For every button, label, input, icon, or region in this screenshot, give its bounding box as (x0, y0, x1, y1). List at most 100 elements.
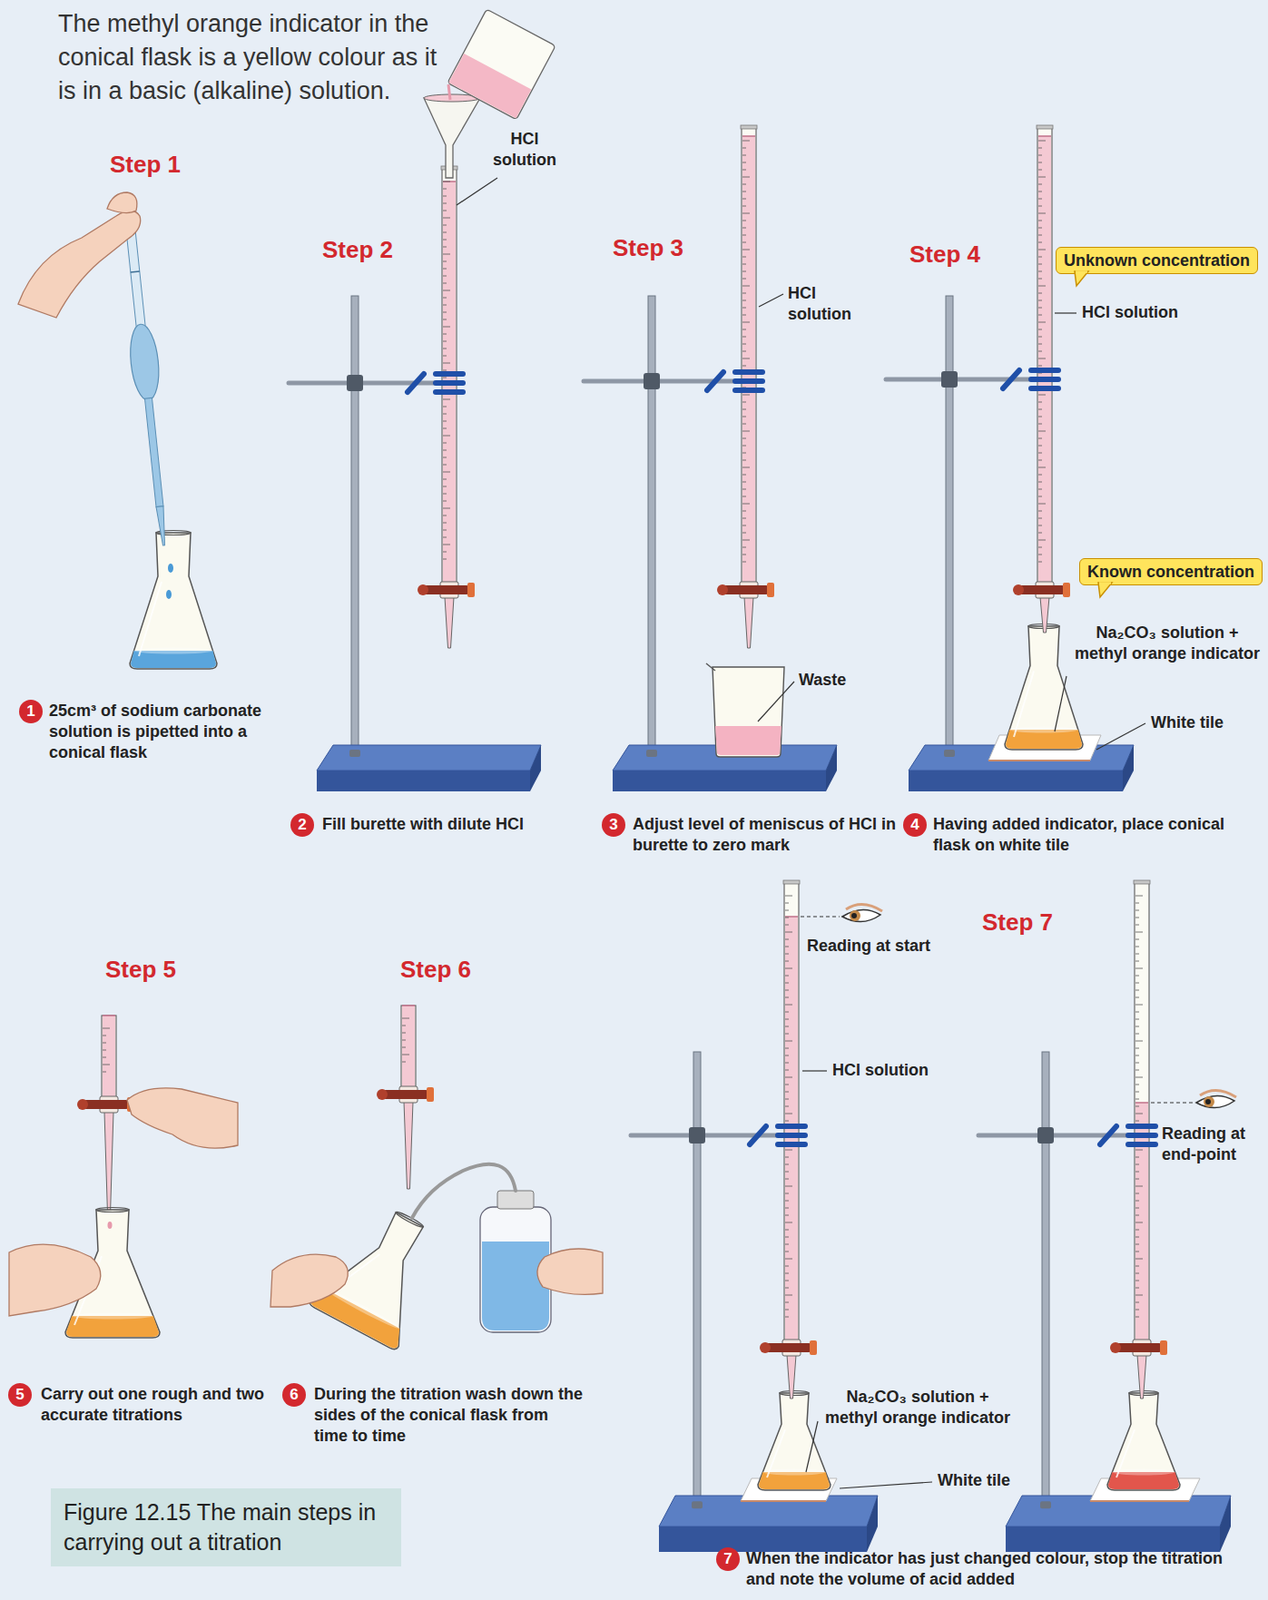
scale-tick (1135, 903, 1140, 905)
step-heading: Step 5 (105, 955, 177, 983)
scale-tick (442, 559, 447, 561)
clamp-jaw (1125, 1123, 1159, 1130)
burette-tip (403, 1101, 413, 1190)
pipette-bulb (127, 323, 163, 403)
scale-tick (742, 285, 750, 287)
meniscus (102, 1014, 116, 1017)
step-heading: Step 1 (109, 150, 181, 178)
clamp-screw (407, 373, 424, 393)
liquid-surface (1111, 1469, 1175, 1476)
stopcock-handle (83, 1100, 129, 1110)
scale-tick (785, 1222, 793, 1224)
eye-pupil (1205, 1099, 1211, 1105)
scale-tick (442, 399, 451, 401)
drop (167, 563, 174, 573)
scale-tick (742, 344, 747, 345)
scale-tick (1135, 1012, 1140, 1013)
part-label: Na₂CO₃ solution + methyl orange indicato… (1071, 622, 1264, 665)
scale-tick (785, 1091, 789, 1093)
burette-rim (740, 125, 757, 129)
callout-number: 5 (8, 1383, 32, 1407)
scale-tick (1038, 358, 1046, 360)
boss-head (346, 374, 364, 392)
scale-tick (785, 1244, 789, 1246)
scale-tick (102, 1028, 110, 1030)
scale-tick (742, 307, 747, 309)
conical-flask (1004, 626, 1083, 750)
scale-tick (742, 525, 747, 527)
scale-tick (785, 1280, 789, 1282)
scale-tick (1038, 452, 1042, 454)
scale-tick (1135, 953, 1140, 955)
number-text: 7 (723, 1550, 732, 1569)
clamp-screw (749, 1126, 767, 1145)
scale-tick (742, 402, 747, 404)
meniscus (1038, 135, 1052, 138)
stand-base-side (1219, 1495, 1231, 1553)
scale-tick (1135, 1171, 1140, 1173)
scale-tick (442, 341, 447, 343)
scale-tick (785, 1012, 789, 1013)
drop (108, 1221, 113, 1229)
stopcock-handle (1019, 585, 1065, 595)
scale-tick (402, 1032, 406, 1034)
rod-foot (691, 1501, 703, 1509)
scale-tick (1135, 975, 1140, 977)
scale-tick (742, 235, 747, 236)
burette-tube (1037, 127, 1052, 583)
burette-tube (1134, 883, 1150, 1341)
scale-tick (742, 227, 747, 229)
scale-tick (442, 537, 447, 539)
scale-tick (742, 489, 747, 491)
scale-tick (1135, 1244, 1140, 1246)
scale-tick (742, 561, 747, 563)
scale-tick (402, 1054, 410, 1056)
scale-tick (742, 518, 747, 520)
clamp-jaw (1125, 1132, 1159, 1139)
scale-tick (1135, 1237, 1140, 1239)
scale-tick (785, 968, 793, 970)
eyelid (845, 904, 883, 912)
boss-head (688, 1127, 706, 1144)
scale-tick (1135, 1179, 1140, 1180)
scale-tick (785, 1200, 789, 1202)
scale-tick (442, 442, 447, 444)
bottle-cap (497, 1190, 534, 1210)
number-text: 1 (26, 702, 35, 721)
burette-tip (744, 597, 754, 649)
scale-tick (785, 1229, 789, 1231)
scale-tick (1135, 990, 1140, 992)
acid-in-burette (1135, 1102, 1149, 1341)
scale-tick (785, 1099, 789, 1101)
stopcock-knob (77, 1099, 89, 1111)
scale-tick (742, 293, 747, 295)
scale-tick (1038, 481, 1042, 483)
scale-tick (785, 1077, 793, 1079)
leader-line (839, 1482, 933, 1489)
scale-tick (742, 554, 747, 556)
scale-tick (1135, 1033, 1140, 1035)
scale-tick (1135, 1229, 1140, 1231)
waste-beaker (712, 667, 785, 757)
scale-tick (1038, 351, 1042, 353)
scale-tick (785, 1026, 789, 1028)
scale-tick (785, 1237, 789, 1239)
pouring-beaker (447, 9, 556, 120)
part-label: White tile (937, 1470, 1011, 1492)
conical-flask (757, 1393, 831, 1491)
scale-tick (785, 997, 789, 999)
glass-highlight (138, 581, 162, 657)
scale-tick (1135, 1287, 1140, 1289)
scale-tick (742, 496, 747, 498)
beaker-acid (448, 53, 531, 118)
stand-rod (351, 295, 359, 759)
scale-tick (1038, 307, 1042, 309)
liquid-surface (134, 648, 214, 655)
scale-tick (402, 1025, 406, 1027)
stopcock-knob (417, 584, 429, 596)
burette-rim (783, 880, 800, 885)
scale-tick (442, 268, 447, 270)
rod-foot (646, 749, 658, 757)
callout-number: 6 (282, 1383, 306, 1407)
